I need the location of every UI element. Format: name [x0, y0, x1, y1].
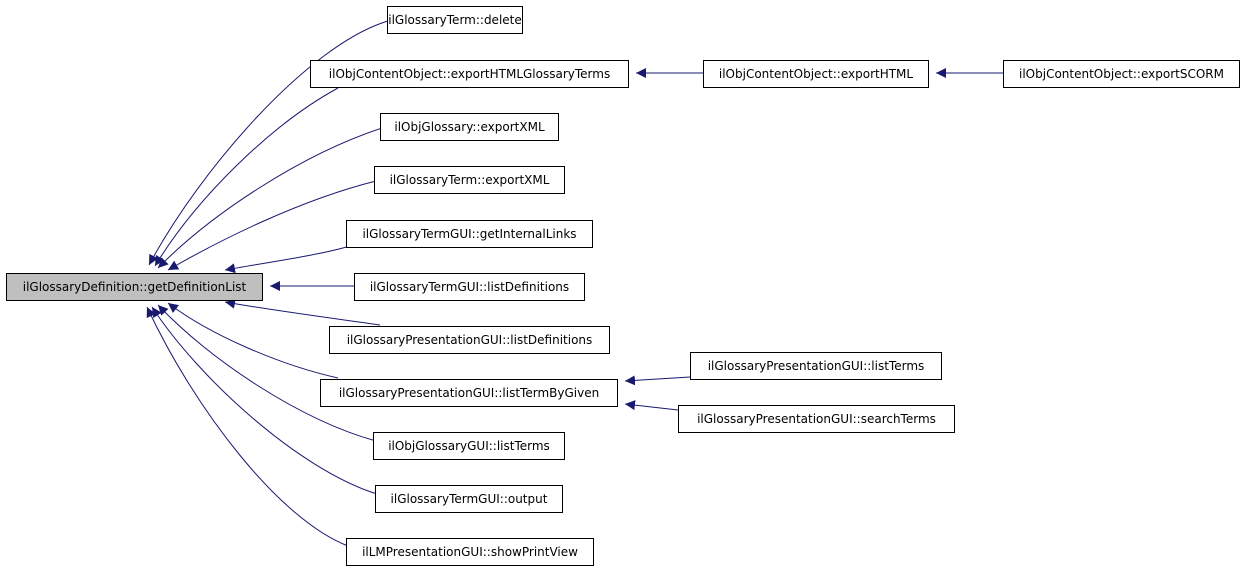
- node-box: [373, 432, 565, 460]
- node-getInternalLinks[interactable]: ilGlossaryTermGUI::getInternalLinks: [346, 220, 593, 248]
- node-label: ilGlossaryPresentationGUI::searchTerms: [697, 412, 936, 426]
- node-label: ilGlossaryTerm::delete: [388, 13, 522, 27]
- node-label: ilObjContentObject::exportHTML: [719, 67, 914, 81]
- node-label: ilGlossaryTermGUI::output: [391, 492, 548, 506]
- node-label: ilGlossaryPresentationGUI::listTerms: [708, 359, 925, 373]
- node-exportHTML[interactable]: ilObjContentObject::exportHTML: [703, 60, 929, 88]
- node-glossaryExportXML[interactable]: ilObjGlossary::exportXML: [380, 113, 559, 141]
- node-label: ilObjContentObject::exportSCORM: [1019, 67, 1224, 81]
- node-box: [380, 113, 559, 141]
- edge-layer: [146, 20, 1003, 547]
- node-label: ilGlossaryDefinition::getDefinitionList: [23, 280, 247, 294]
- edge-searchTerms-to-listTermByGiven: [624, 400, 679, 411]
- edge-output-to-root: [151, 306, 378, 495]
- node-label: ilGlossaryPresentationGUI::listDefinitio…: [347, 333, 593, 347]
- node-label: ilGlossaryTerm::exportXML: [390, 173, 550, 187]
- node-presListTerms[interactable]: ilGlossaryPresentationGUI::listTerms: [690, 352, 942, 380]
- node-output[interactable]: ilGlossaryTermGUI::output: [375, 485, 563, 513]
- node-label: ilLMPresentationGUI::showPrintView: [362, 545, 578, 559]
- node-box: [320, 379, 618, 407]
- node-delete[interactable]: ilGlossaryTerm::delete: [387, 6, 523, 34]
- edge-delete-to-root: [148, 20, 389, 266]
- edge-termExportXML-to-root: [167, 180, 377, 271]
- node-box: [310, 60, 629, 88]
- node-objGlossaryListTerms[interactable]: ilObjGlossaryGUI::listTerms: [373, 432, 565, 460]
- node-label: ilGlossaryTermGUI::getInternalLinks: [362, 227, 576, 241]
- node-termExportXML[interactable]: ilGlossaryTerm::exportXML: [374, 166, 565, 194]
- node-exportHTMLGlossaryTerms[interactable]: ilObjContentObject::exportHTMLGlossaryTe…: [310, 60, 629, 88]
- edge-presListTerms-to-listTermByGiven: [624, 375, 691, 386]
- edge-glossaryExportXML-to-root: [157, 127, 383, 269]
- node-box: [6, 273, 263, 301]
- root-node[interactable]: ilGlossaryDefinition::getDefinitionList: [6, 273, 263, 301]
- edge-getInternalLinks-to-root: [224, 245, 351, 274]
- node-showPrintView[interactable]: ilLMPresentationGUI::showPrintView: [346, 538, 594, 566]
- node-label: ilObjGlossaryGUI::listTerms: [388, 439, 550, 453]
- node-box: [703, 60, 929, 88]
- node-box: [678, 405, 955, 433]
- node-listTermByGiven[interactable]: ilGlossaryPresentationGUI::listTermByGiv…: [320, 379, 618, 407]
- node-box: [346, 220, 593, 248]
- edge-listTermByGiven-to-root: [167, 302, 339, 379]
- node-box: [375, 485, 563, 513]
- node-box: [690, 352, 942, 380]
- node-box: [1003, 60, 1240, 88]
- edge-exportHTMLGlossaryTerms-to-root: [154, 87, 339, 267]
- node-termListDefinitions[interactable]: ilGlossaryTermGUI::listDefinitions: [354, 273, 585, 301]
- edge-presListDefinitions-to-root: [224, 298, 381, 326]
- node-searchTerms[interactable]: ilGlossaryPresentationGUI::searchTerms: [678, 405, 955, 433]
- edge-objGlossaryListTerms-to-root: [157, 304, 377, 442]
- node-label: ilObjContentObject::exportHTMLGlossaryTe…: [329, 67, 610, 81]
- node-box: [329, 326, 610, 354]
- node-label: ilObjGlossary::exportXML: [394, 120, 545, 134]
- node-exportSCORM[interactable]: ilObjContentObject::exportSCORM: [1003, 60, 1240, 88]
- node-presListDefinitions[interactable]: ilGlossaryPresentationGUI::listDefinitio…: [329, 326, 610, 354]
- node-box: [374, 166, 565, 194]
- node-box: [387, 6, 523, 34]
- node-layer: ilGlossaryDefinition::getDefinitionListi…: [6, 6, 1240, 566]
- node-label: ilGlossaryTermGUI::listDefinitions: [370, 280, 569, 294]
- node-label: ilGlossaryPresentationGUI::listTermByGiv…: [339, 386, 599, 400]
- node-box: [346, 538, 594, 566]
- edge-showPrintView-to-root: [146, 306, 349, 547]
- node-box: [354, 273, 585, 301]
